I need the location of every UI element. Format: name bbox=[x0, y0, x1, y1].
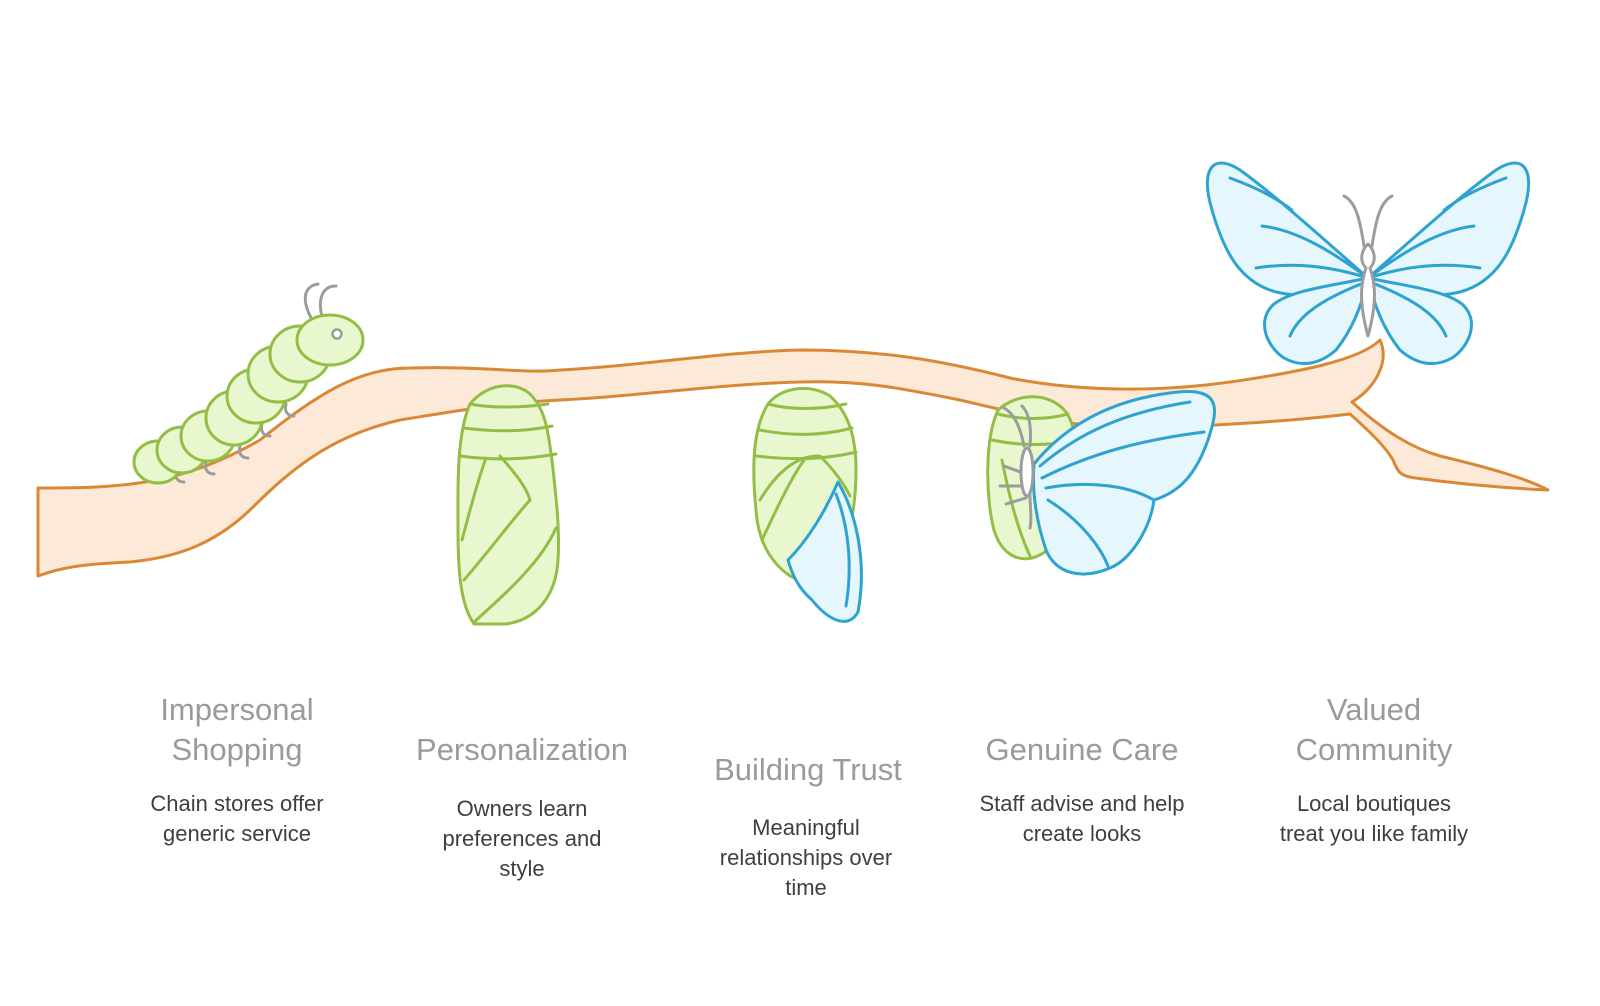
cocoon-with-wing-icon bbox=[752, 386, 863, 623]
stage-description-genuine-care: Staff advise and help create looks bbox=[979, 791, 1185, 846]
stage-title-personalization: Personalization bbox=[416, 732, 628, 767]
stage-description-building-trust: Meaningful relationships over time bbox=[719, 815, 893, 900]
cocoon-icon bbox=[456, 384, 561, 626]
emerging-butterfly-icon bbox=[986, 390, 1216, 576]
stage-description-impersonal-shopping: Chain stores offer generic service bbox=[150, 791, 324, 846]
stage-description-valued-community: Local boutiques treat you like family bbox=[1279, 791, 1469, 846]
stage-description-personalization: Owners learn preferences and style bbox=[442, 796, 602, 881]
stage-title-genuine-care: Genuine Care bbox=[985, 732, 1179, 767]
butterfly-icon bbox=[1205, 161, 1531, 366]
caterpillar-icon bbox=[132, 282, 365, 485]
stage-title-valued-community: Valued Community bbox=[1295, 692, 1453, 767]
stage-title-building-trust: Building Trust bbox=[714, 752, 902, 787]
stage-title-impersonal-shopping: Impersonal Shopping bbox=[160, 692, 314, 767]
